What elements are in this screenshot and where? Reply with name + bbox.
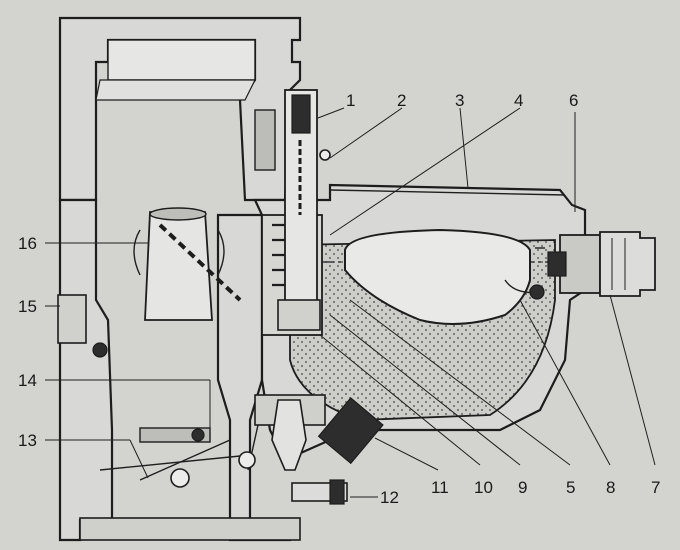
label-1: 1 [346,91,355,110]
label-13: 13 [18,431,37,450]
label-4: 4 [514,91,523,110]
label-9: 9 [518,478,527,497]
label-3: 3 [455,91,464,110]
label-5: 5 [566,478,575,497]
float-chamber [253,183,587,462]
label-15: 15 [18,297,37,316]
inlet-fitting [535,231,656,297]
venturi-section [57,198,301,542]
label-16: 16 [18,234,37,253]
callout-labels: 1 2 3 4 6 16 15 14 13 12 11 10 9 5 8 7 [18,91,660,507]
label-11: 11 [431,478,449,497]
leader-lines [45,107,656,498]
air-horn [58,16,302,202]
main-jet-assembly [247,394,384,471]
label-10: 10 [474,478,493,497]
label-8: 8 [606,478,615,497]
label-2: 2 [397,91,406,110]
label-6: 6 [569,91,578,110]
pump-well [254,89,331,336]
label-14: 14 [18,371,37,390]
label-7: 7 [651,478,660,497]
throttle-linkage [99,427,348,505]
label-12: 12 [380,488,399,507]
